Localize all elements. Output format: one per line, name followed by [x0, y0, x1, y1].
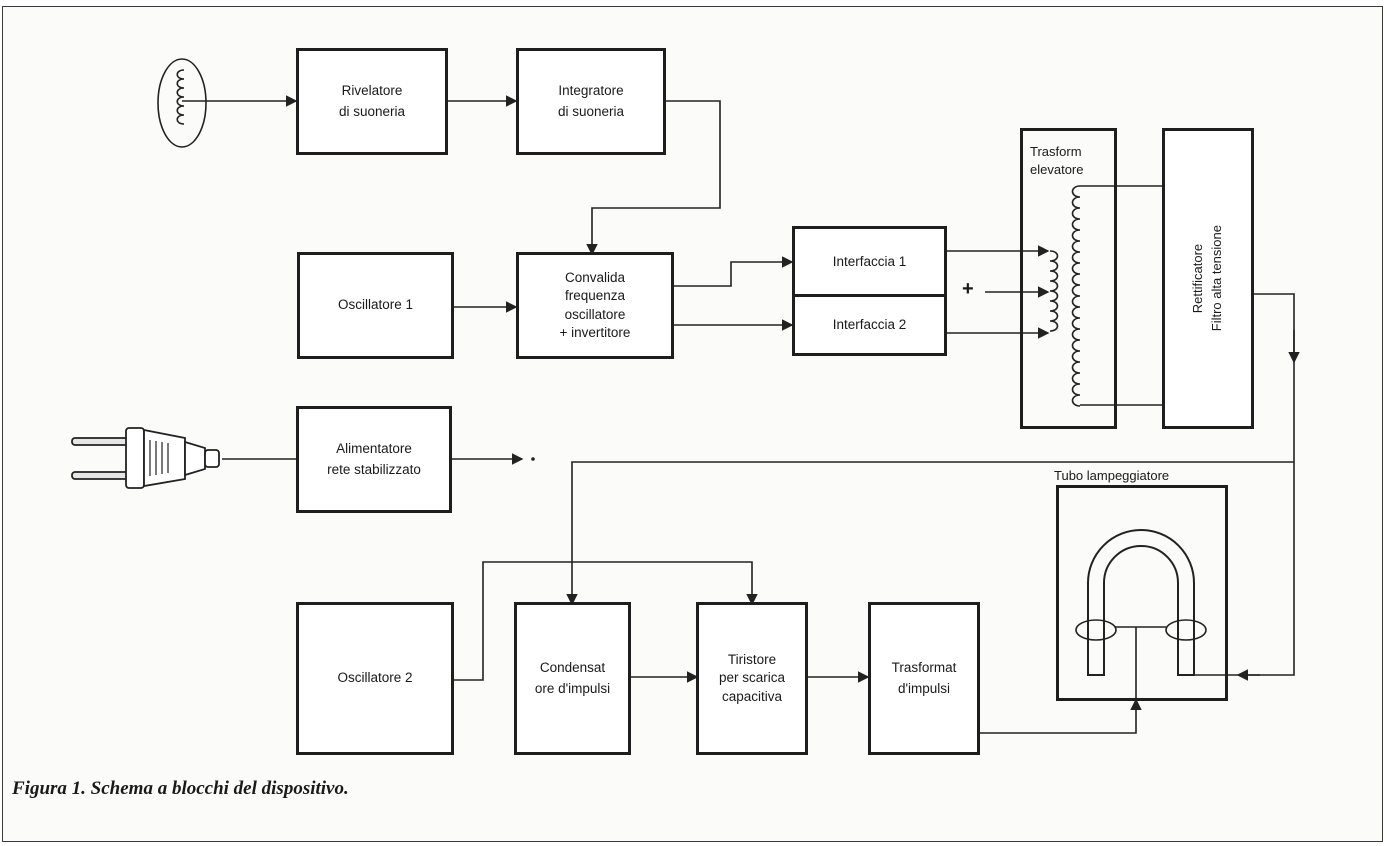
positive-supply-label: + — [962, 278, 974, 300]
label-tubo-lampeggiatore: Tubo lampeggiatore — [1054, 468, 1170, 483]
block-convalida-frequenza: Convalida frequenza oscillatore + invert… — [516, 252, 674, 359]
wire-trasf-tube — [980, 698, 1142, 734]
block-tubo-lampeggiatore — [1056, 485, 1228, 701]
block-condensatore-impulsi: Condensat ore d'impulsi — [514, 602, 631, 755]
mains-plug-icon — [71, 427, 220, 489]
wire-integratore-convalida — [586, 100, 721, 256]
block-tiristore: Tiristore per scarica capacitiva — [696, 602, 808, 755]
block-trasformatore-impulsi: Trasformat d'impulsi — [868, 602, 980, 755]
block-raddrizzatore-filtro: Rettificatore Filtro alta tensione — [1162, 128, 1254, 429]
block-oscillatore-2: Oscillatore 2 — [296, 602, 454, 755]
alim-dot — [531, 457, 535, 461]
block-oscillatore-1: Oscillatore 1 — [297, 252, 454, 359]
block-trasformatore-elevatore — [1020, 128, 1117, 429]
telephone-ring-pickup-coil-icon — [157, 58, 207, 148]
block-label: Interfaccia 2 — [832, 316, 907, 332]
block-label: Rivelatore di suoneria — [338, 83, 406, 119]
block-label: Trasformat d'impulsi — [891, 660, 957, 696]
diagram-frame — [2, 6, 1383, 842]
block-integratore-suoneria: Integratore di suoneria — [516, 48, 666, 155]
label-trasformatore-elevatore: Trasform elevatore — [1030, 144, 1084, 177]
block-label: Oscillatore 1 — [337, 297, 414, 313]
block-label: Rettificatore Filtro alta tensione — [1190, 225, 1224, 332]
block-label: Alimentatore rete stabilizzato — [327, 441, 421, 477]
transformer-coil-icon — [1049, 185, 1081, 407]
block-label: Condensat ore d'impulsi — [534, 660, 611, 696]
block-label: Oscillatore 2 — [337, 670, 413, 686]
block-interfaccia-1: Interfaccia 1 — [792, 226, 947, 298]
flash-tube-icon — [1075, 529, 1207, 700]
block-alimentatore: Alimentatore rete stabilizzato — [296, 406, 452, 513]
block-interfaccia-2: Interfaccia 2 — [792, 294, 947, 356]
wire-convalida-int1 — [674, 256, 794, 287]
block-rivelatore-suoneria: Rivelatore di suoneria — [296, 48, 448, 155]
wire-rect-bus — [1178, 293, 1295, 676]
block-label: Interfaccia 1 — [832, 253, 907, 269]
block-label: Convalida frequenza oscillatore + invert… — [559, 270, 631, 340]
wire-osc2-tiristore — [454, 561, 758, 681]
figure-caption: Figura 1. Schema a blocchi del dispositi… — [12, 778, 349, 799]
wire-bus-condensatore — [566, 461, 1294, 606]
block-label: Integratore di suoneria — [557, 83, 625, 119]
block-label: Tiristore per scarica capacitiva — [718, 652, 786, 704]
